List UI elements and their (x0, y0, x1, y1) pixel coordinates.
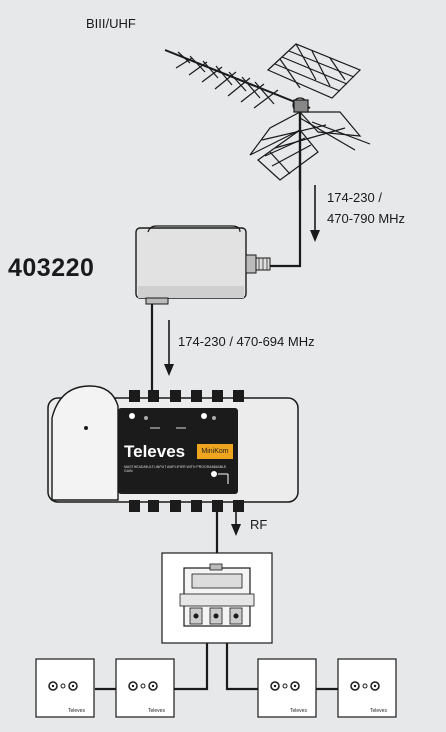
amplifier-subtitle: MASTHEAD/MULTI-INPUT AMPLIFIER WITH PROG… (124, 465, 227, 473)
outlet-brand-3: Televes (290, 708, 307, 714)
filtered-band-label: 174-230 / 470-694 MHz (178, 334, 315, 349)
outlet-4 (337, 658, 397, 718)
model-number: 403220 (8, 254, 95, 282)
outlet-brand-1: Televes (68, 708, 85, 714)
outlet-1 (35, 658, 95, 718)
rf-output-label: RF (250, 517, 268, 532)
arrow-down-icon (231, 508, 241, 536)
coax-cable-outlets (95, 643, 338, 691)
amplifier-module (47, 385, 299, 512)
amplifier-brand: Televes (124, 442, 186, 461)
outlet-3 (257, 658, 317, 718)
outlet-brand-4: Televes (370, 708, 387, 714)
filter-module (135, 225, 271, 305)
input-band-label-line1: 174-230 / (327, 190, 382, 205)
splitter-module (161, 552, 273, 644)
amplifier-series-badge: MiniKom (197, 444, 233, 459)
outlet-brand-2: Televes (148, 708, 165, 714)
antenna-icon (164, 43, 371, 190)
antenna-band-label: BIII/UHF (86, 16, 136, 31)
arrow-down-icon (164, 320, 174, 376)
coax-cable-antenna (270, 190, 302, 268)
outlet-2 (115, 658, 175, 718)
arrow-down-icon (310, 185, 320, 242)
input-band-label-line2: 470-790 MHz (327, 211, 406, 226)
